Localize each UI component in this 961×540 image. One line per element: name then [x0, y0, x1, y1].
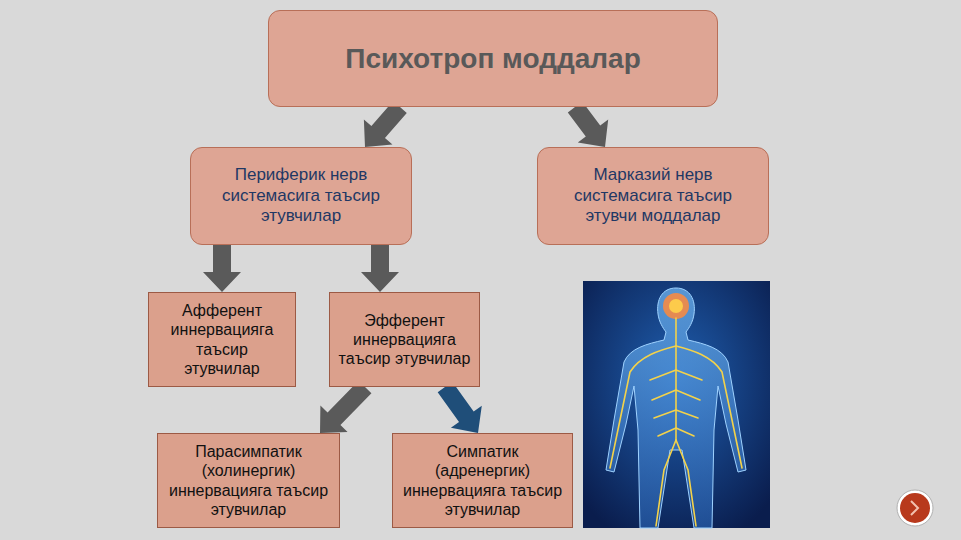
block-arrow [568, 102, 608, 147]
title-box: Психотроп моддалар [268, 10, 718, 107]
block-arrow [438, 382, 482, 433]
block-arrow [203, 245, 241, 292]
node-label: Афферент иннервацияга таъсир этувчилар [157, 301, 287, 378]
block-arrow [320, 381, 371, 433]
node-label: Марказий нерв системасига таъсир этувчи … [548, 165, 758, 226]
node-label: Парасимпатик (холинергик) иннервацияга т… [166, 442, 331, 519]
subcategory-box: Афферент иннервацияга таъсир этувчилар [148, 292, 296, 387]
node-label: Симпатик (адренергик) иннервацияга таъси… [401, 442, 564, 519]
category-box: Периферик нерв системасига таъсир этувчи… [190, 147, 412, 245]
node-label: Психотроп моддалар [345, 42, 640, 76]
subcategory-box: Симпатик (адренергик) иннервацияга таъси… [392, 433, 573, 528]
category-box: Марказий нерв системасига таъсир этувчи … [537, 147, 769, 245]
node-label: Эфферент иннервацияга таъсир этувчилар [338, 311, 471, 369]
block-arrow [361, 245, 399, 292]
block-arrow [364, 101, 407, 147]
node-label: Периферик нерв системасига таъсир этувчи… [201, 165, 401, 226]
subcategory-box: Парасимпатик (холинергик) иннервацияга т… [157, 433, 340, 528]
subcategory-box: Эфферент иннервацияга таъсир этувчилар [329, 292, 480, 387]
next-button [897, 490, 933, 526]
nervous-system-picture [583, 281, 770, 528]
